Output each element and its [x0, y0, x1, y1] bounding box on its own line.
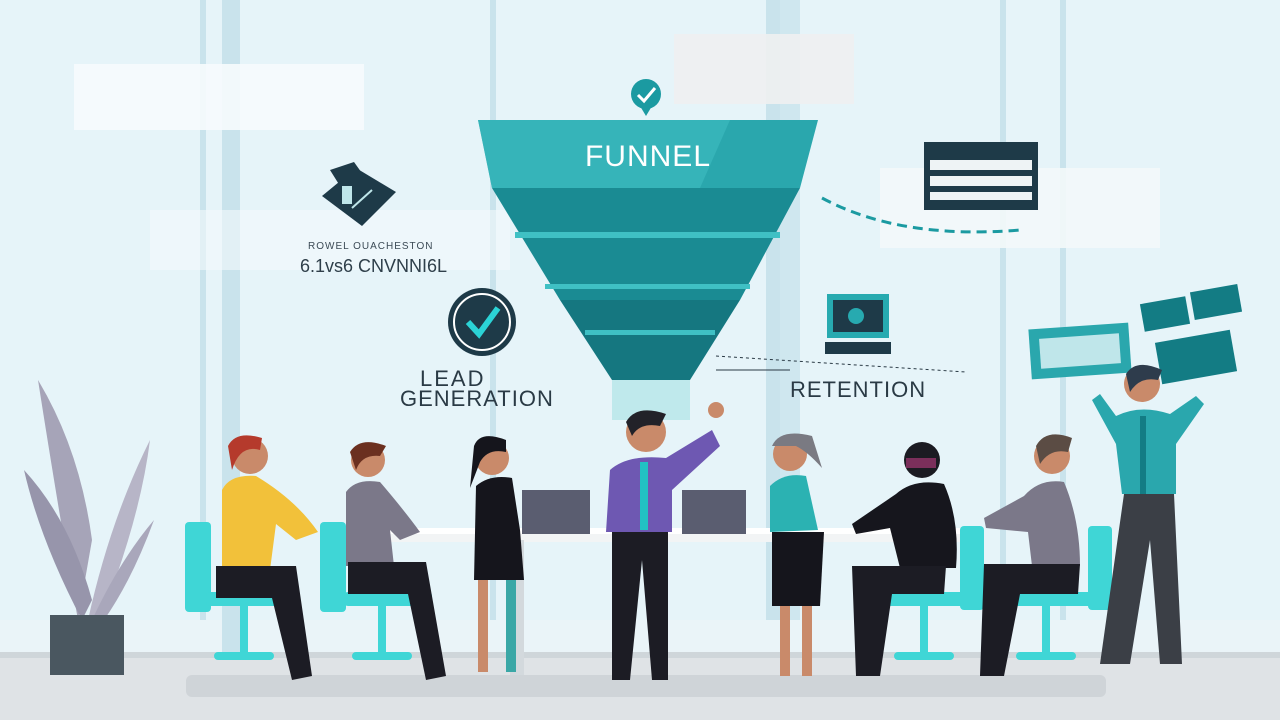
- person-standing-right: [1092, 364, 1204, 664]
- check-badge-icon: [448, 288, 516, 356]
- person-presenter: [606, 402, 724, 680]
- lead-label-line2: GENERATION: [400, 386, 554, 411]
- garbled-caption-small: ROWEL OUACHESTON: [308, 241, 434, 252]
- person-black-suit: [852, 442, 957, 676]
- retention-label: RETENTION: [790, 377, 927, 402]
- funnel-title: FUNNEL: [584, 140, 711, 173]
- chart-note-icon: [322, 162, 396, 226]
- light-panels: [74, 34, 1160, 270]
- funnel-graphic: [478, 120, 818, 420]
- dashboard-card-icon: [821, 142, 1038, 234]
- laptop: [522, 490, 590, 534]
- held-cards: [1028, 284, 1243, 385]
- lead-label-line1: LEAD: [420, 366, 486, 391]
- garbled-caption-large: 6.1vs6 CNVNNI6L: [300, 256, 448, 276]
- monitor-icon: [715, 294, 967, 373]
- person-grey-right: [980, 434, 1080, 676]
- person-teal-top: [770, 433, 824, 676]
- laptop: [682, 490, 746, 534]
- check-pin-icon: [631, 79, 661, 116]
- person-yellow: [216, 435, 318, 680]
- person-grey-left: [346, 442, 446, 680]
- plant-icon: [24, 380, 154, 675]
- person-black-dress: [470, 436, 524, 672]
